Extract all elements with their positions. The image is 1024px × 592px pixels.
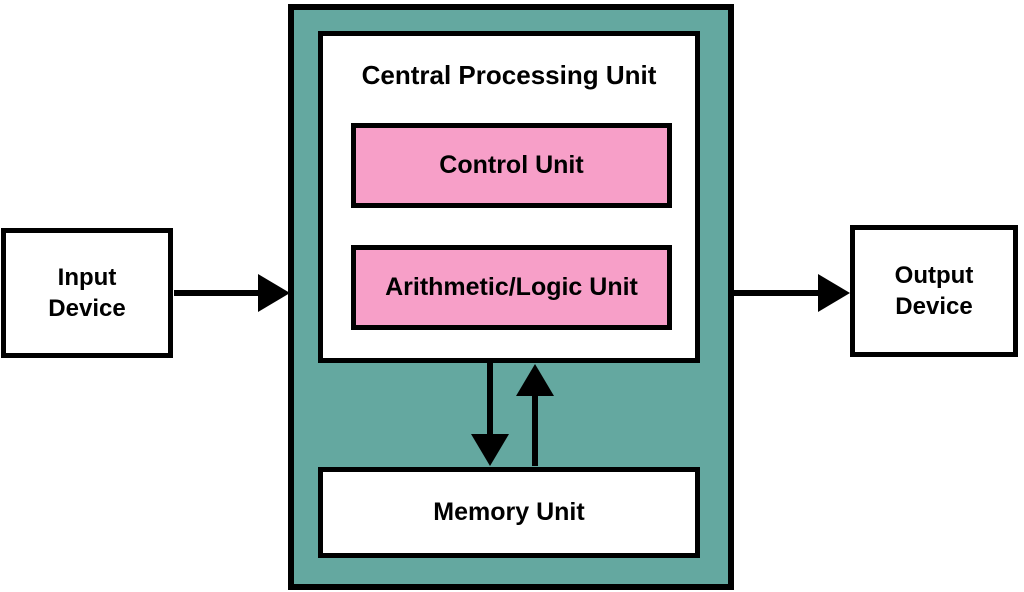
arrow-cpu-to-output — [734, 274, 850, 312]
output-device-box: Output Device — [850, 225, 1018, 357]
alu-box: Arithmetic/Logic Unit — [351, 245, 672, 330]
cpu-title: Central Processing Unit — [361, 60, 657, 90]
arrow-input-to-cpu — [174, 274, 290, 312]
input-device-box: Input Device — [1, 228, 173, 358]
memory-unit-box: Memory Unit — [318, 467, 700, 558]
control-unit-box: Control Unit — [351, 123, 672, 208]
